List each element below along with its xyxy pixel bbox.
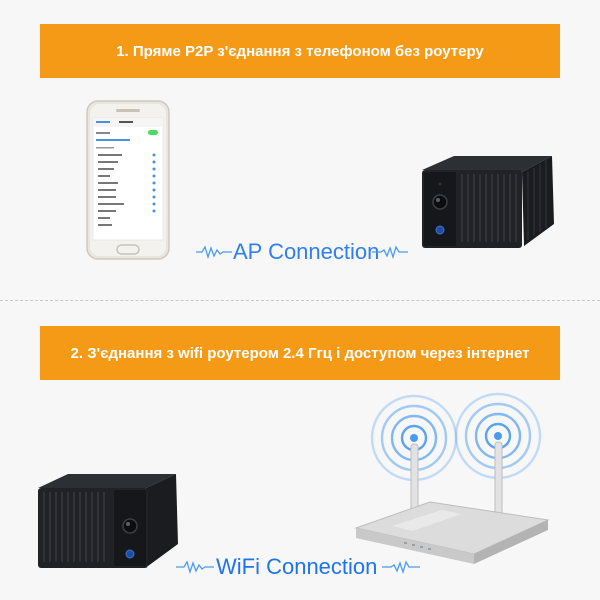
section-2-title: 2. З'єднання з wifi роутером 2.4 Ггц і д… <box>70 344 530 362</box>
camera-image-wifi <box>38 474 178 568</box>
wifi-wave-right <box>382 560 420 575</box>
section-1-title: 1. Пряме P2P з'єднання з телефоном без р… <box>116 42 484 60</box>
ap-wave-right <box>372 245 408 260</box>
camera-image-ap <box>422 156 554 248</box>
router-image <box>354 392 550 564</box>
ap-wave-left <box>196 245 232 260</box>
ap-connection-label: AP Connection <box>233 239 380 264</box>
section-2-banner: 2. З'єднання з wifi роутером 2.4 Ггц і д… <box>40 326 560 380</box>
section-divider <box>0 300 600 301</box>
wifi-wave-left <box>176 560 214 575</box>
smartphone-image <box>86 100 170 260</box>
wifi-connection-label: WiFi Connection <box>216 554 378 579</box>
section-1-banner: 1. Пряме P2P з'єднання з телефоном без р… <box>40 24 560 78</box>
